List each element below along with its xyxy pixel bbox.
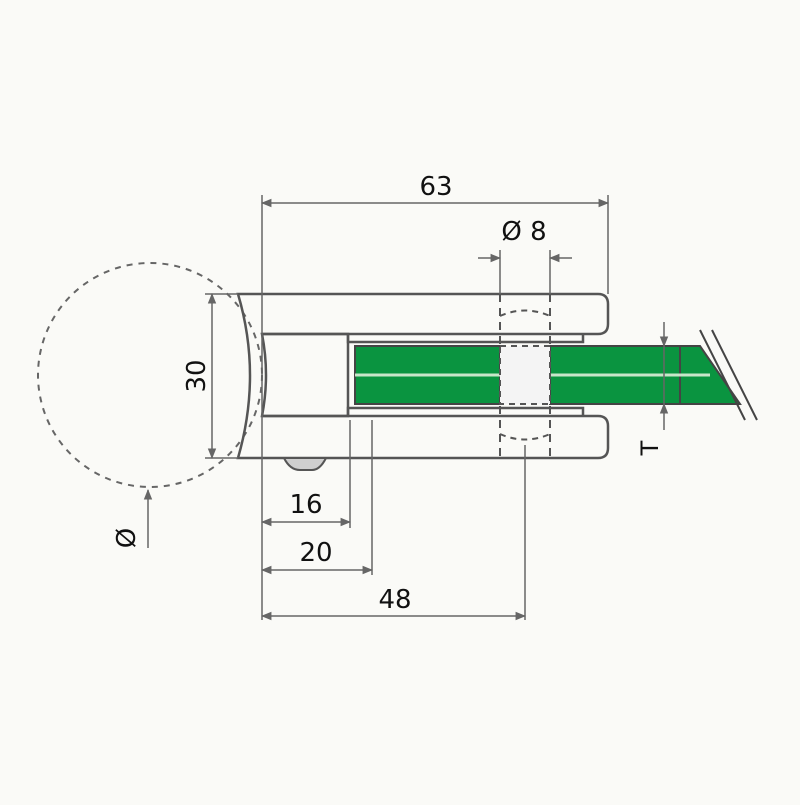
dim-label-thickness: T xyxy=(636,440,664,456)
dim-label-20: 20 xyxy=(299,538,332,568)
dim-label-48: 48 xyxy=(378,585,411,615)
break-line xyxy=(699,329,746,421)
dim-label-hole-diameter: Ø 8 xyxy=(501,217,546,247)
glass-panel xyxy=(354,345,742,405)
clamp-body xyxy=(236,292,610,460)
break-line xyxy=(711,329,758,421)
dim-label-16: 16 xyxy=(289,490,322,520)
pipe-outline xyxy=(37,262,263,488)
dim-label-63: 63 xyxy=(419,172,452,202)
rubber-pad xyxy=(282,457,328,471)
dim-label-30: 30 xyxy=(182,359,212,392)
dimension-lines xyxy=(143,198,669,621)
dim-label-pipe-diameter: Ø xyxy=(112,528,142,548)
